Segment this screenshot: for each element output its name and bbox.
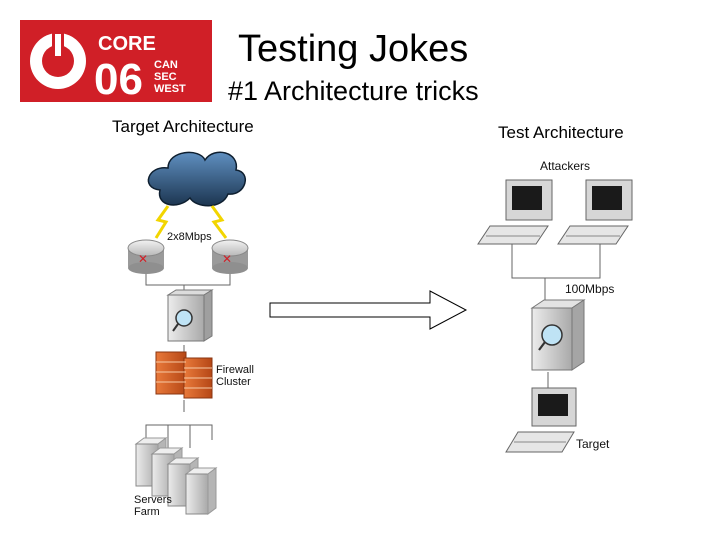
link-100mbps-label: 100Mbps: [565, 282, 614, 296]
link-2x8mbps-label: 2x8Mbps: [167, 231, 212, 243]
conference-logo: CORE 06 CAN SEC WEST: [20, 20, 212, 104]
target-label: Target: [576, 437, 610, 451]
attacker-computer-left-icon: [477, 179, 553, 245]
router-right-icon: ✕: [211, 239, 249, 274]
firewall-cluster-icon: [155, 351, 213, 399]
slide-subtitle: #1 Architecture tricks: [228, 76, 479, 106]
firewall-label-line1: Firewall: [216, 364, 254, 376]
attacker-computer-right-icon: [557, 179, 633, 245]
servers-label-line2: Farm: [134, 506, 160, 518]
logo-core-text: CORE: [98, 33, 156, 55]
logo-side-can: CAN: [154, 59, 178, 71]
target-architecture-heading: Target Architecture: [112, 117, 254, 136]
svg-text:✕: ✕: [138, 252, 148, 266]
firewall-label-line2: Cluster: [216, 376, 251, 388]
servers-label-line1: Servers: [134, 494, 172, 506]
svg-text:✕: ✕: [222, 252, 232, 266]
target-links: [145, 274, 231, 448]
logo-side-west: WEST: [154, 83, 186, 95]
test-architecture-heading: Test Architecture: [498, 123, 624, 142]
logo-side-sec: SEC: [154, 71, 177, 83]
internet-cloud-icon: [147, 151, 246, 207]
lightning-left-icon: [154, 205, 170, 239]
slide-title: Testing Jokes: [238, 28, 469, 70]
lightning-right-icon: [210, 205, 228, 239]
attackers-label: Attackers: [540, 159, 590, 173]
big-arrow-icon: [269, 290, 468, 330]
logo-number-text: 06: [94, 55, 143, 102]
test-links: [511, 244, 601, 390]
ids-appliance-icon: [166, 289, 214, 342]
test-ids-appliance-icon: [530, 299, 586, 371]
target-computer-icon: [505, 387, 577, 453]
servers-farm-icon: [134, 437, 218, 515]
router-left-icon: ✕: [127, 239, 165, 274]
